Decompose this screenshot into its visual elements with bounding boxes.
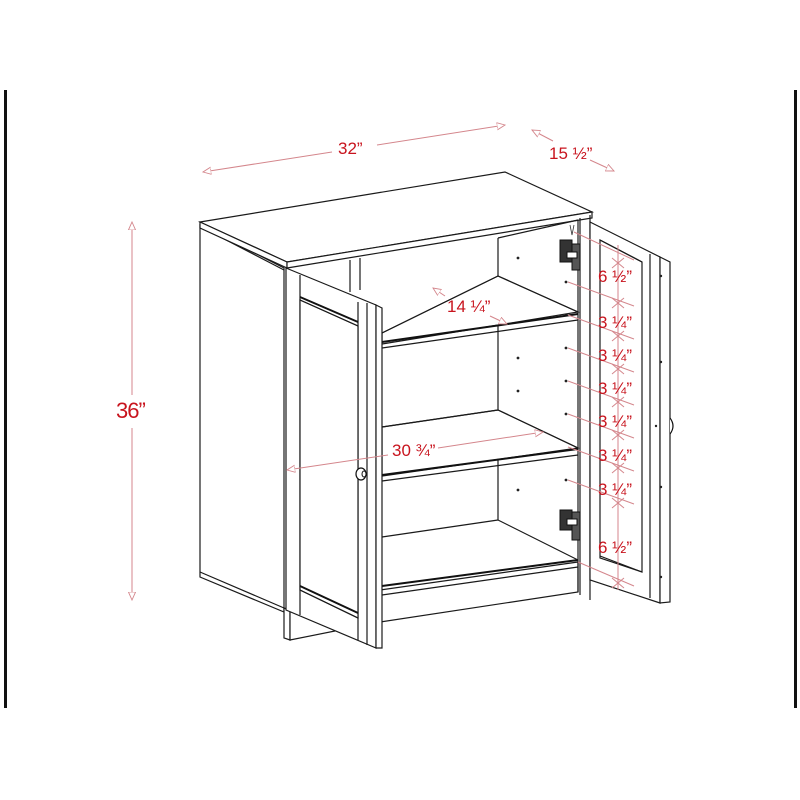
shelf-spacing-label-7: 3 ¼” xyxy=(598,480,633,499)
width-dimension-line xyxy=(203,125,505,172)
left-frame-bar xyxy=(4,90,7,708)
overall-height-label: 36” xyxy=(116,398,146,423)
cabinet-left-side-panel xyxy=(199,224,285,613)
overall-depth-label: 15 ½” xyxy=(549,144,593,163)
left-door[interactable] xyxy=(285,267,383,649)
shelf-spacing-label-8: 6 ½” xyxy=(598,538,633,557)
right-frame-bar xyxy=(794,90,797,708)
cabinet-interior xyxy=(349,219,579,592)
lower-hinge-icon xyxy=(559,509,581,541)
left-door-knob[interactable] xyxy=(355,467,367,481)
depth-dimension-line xyxy=(532,130,614,171)
right-door-knob[interactable] xyxy=(669,417,674,435)
shelf-spacing-label-6: 3 ¼” xyxy=(598,446,633,465)
shelf-spacing-label-2: 3 ¼” xyxy=(598,313,633,332)
shelf-spacing-dimension-chain xyxy=(567,231,635,590)
shelf-spacing-label-5: 3 ¼” xyxy=(598,412,633,431)
cabinet-right-front-stile xyxy=(579,215,591,600)
right-door[interactable] xyxy=(589,221,671,604)
interior-width-dimension-line xyxy=(287,432,543,470)
shelf-depth-label: 14 ¼” xyxy=(447,297,491,316)
shelf-spacing-label-4: 3 ¼” xyxy=(598,379,633,398)
shelf-spacing-label-1: 6 ½” xyxy=(598,267,633,286)
shelf-spacing-label-3: 3 ¼” xyxy=(598,346,633,365)
overall-width-label: 32” xyxy=(338,139,363,158)
upper-hinge-icon xyxy=(559,224,581,271)
interior-width-label: 30 ¾” xyxy=(392,441,436,460)
cabinet-top xyxy=(197,171,595,269)
shelf-depth-dimension-line xyxy=(433,288,507,324)
